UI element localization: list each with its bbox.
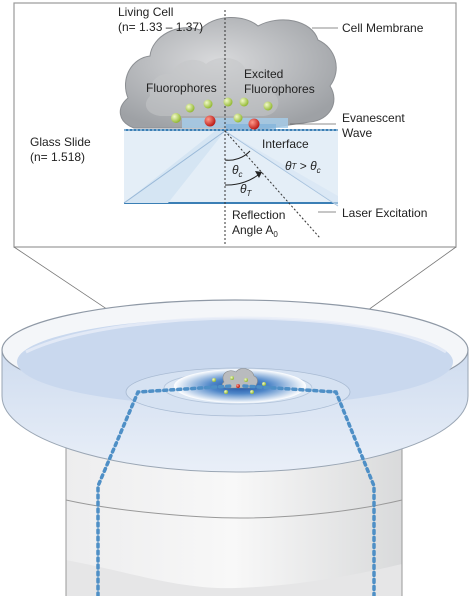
laser-path-in — [96, 384, 234, 596]
fluorophore-excited-red — [248, 118, 260, 130]
laser-path-out — [242, 384, 376, 596]
theta-c-symbol: θc — [232, 163, 243, 179]
mini-fluorophore — [244, 378, 248, 382]
inequality-label: θT > θc — [285, 159, 321, 175]
fluorophore-green — [233, 113, 243, 123]
reflection-label-line1: Reflection — [232, 208, 285, 222]
living-cell-index-label: (n= 1.33 – 1.37) — [118, 20, 203, 34]
fluorophore-green — [223, 97, 233, 107]
evanescent-label-line1: Evanescent — [342, 111, 405, 125]
theta-t-symbol: θT — [240, 182, 253, 198]
stand-rim — [65, 499, 403, 519]
fluorophores-group — [171, 97, 273, 130]
cell-membrane-label: Cell Membrane — [342, 21, 424, 35]
fluorophore-green — [185, 103, 195, 113]
living-cell-label: Living Cell — [118, 5, 173, 19]
glass-slide-label: Glass Slide — [30, 135, 91, 149]
microscope-stand — [65, 440, 403, 596]
interface-label: Interface — [262, 137, 309, 151]
inset-panel: Living Cell (n= 1.33 – 1.37) Cell Membra… — [13, 2, 457, 248]
mini-fluorophore — [224, 390, 228, 394]
glass-slide-index-label: (n= 1.518) — [30, 150, 85, 164]
arc-arrowhead — [255, 171, 262, 178]
mini-fluorophore-red — [236, 384, 240, 388]
water-highlight — [25, 316, 447, 354]
mini-fluorophore — [212, 378, 216, 382]
incident-beam-edge — [123, 130, 226, 204]
laser-paths — [96, 384, 376, 596]
fluorophores-label: Fluorophores — [146, 81, 217, 95]
laser-excitation-label: Laser Excitation — [342, 206, 427, 220]
fluorophore-excited-red — [204, 115, 216, 127]
excited-label-line1: Excited — [244, 67, 283, 81]
reflection-label-line2: Angle A0 — [232, 223, 278, 239]
petri-dish — [1, 299, 469, 473]
excited-label-line2: Fluorophores — [244, 82, 315, 96]
critical-angle-arc — [224, 150, 251, 161]
evanescent-wave-band — [182, 118, 288, 128]
evanescent-label-line2: Wave — [342, 126, 373, 140]
fluorophore-green — [263, 101, 273, 111]
reflected-beam-light — [225, 131, 338, 206]
fluorophore-green — [171, 113, 181, 123]
fluorophore-green — [203, 99, 213, 109]
mini-fluorophore — [250, 390, 254, 394]
fluorophore-green — [239, 97, 249, 107]
mini-fluorophore — [262, 382, 266, 386]
mini-fluorophore — [230, 376, 234, 380]
stand-lower — [66, 560, 402, 596]
